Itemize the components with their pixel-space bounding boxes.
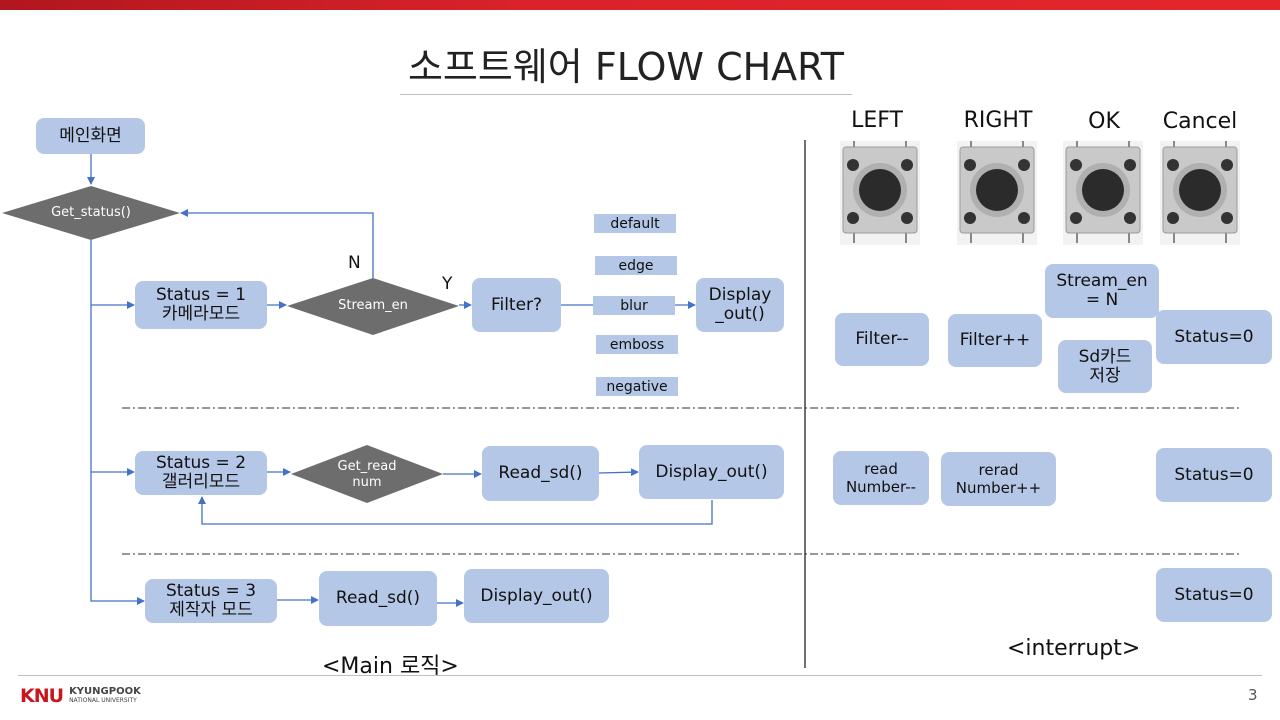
button-label-left: LEFT: [851, 108, 903, 133]
button-image-ok: [1063, 141, 1143, 245]
display-out-box-row1: Display _out(): [696, 278, 784, 332]
logo-line2: NATIONAL UNIVERSITY: [69, 697, 137, 704]
interrupt-caption: <interrupt>: [1007, 636, 1141, 661]
label-n: N: [348, 253, 361, 273]
cancel-status0-box-row1: Status=0: [1156, 310, 1272, 364]
logo-mark: KNU: [20, 685, 64, 707]
read-number-plus-box: rerad Number++: [941, 452, 1056, 506]
read-sd-box-row2: Read_sd(): [482, 446, 599, 501]
button-label-cancel: Cancel: [1162, 109, 1238, 134]
sd-card-save-box: Sd카드 저장: [1058, 340, 1152, 393]
get-status-label: Get_status(): [51, 205, 131, 220]
button-image-right: [957, 141, 1037, 245]
cancel-status0-box-row3: Status=0: [1156, 568, 1272, 622]
status1-camera-box: Status = 1 카메라모드: [135, 281, 267, 329]
display-out-box-row3: Display_out(): [464, 569, 609, 623]
top-accent-bar: [0, 0, 1280, 10]
logo-text: KYUNGPOOK NATIONAL UNIVERSITY: [69, 687, 141, 705]
filter-box: Filter?: [472, 278, 561, 332]
filter-option-negative: negative: [596, 377, 678, 396]
footer-divider: [18, 675, 1262, 676]
filter-minus-box: Filter--: [835, 313, 929, 366]
button-image-left: [840, 141, 920, 245]
stream-en-n-box: Stream_en = N: [1045, 264, 1159, 318]
label-y: Y: [442, 274, 453, 294]
display-out-box-row2: Display_out(): [639, 445, 784, 499]
title-underline: [400, 94, 852, 95]
button-image-cancel: [1160, 141, 1240, 245]
knu-logo: KNU KYUNGPOOK NATIONAL UNIVERSITY: [20, 685, 141, 707]
filter-option-default: default: [594, 214, 676, 233]
get-read-diamond: [291, 445, 443, 503]
status3-creator-box: Status = 3 제작자 모드: [145, 579, 277, 623]
status2-gallery-box: Status = 2 갤러리모드: [135, 451, 267, 495]
page-title: 소프트웨어 FLOW CHART: [407, 45, 845, 89]
get-status-diamond: [2, 186, 180, 240]
stream-en-label: Stream_en: [338, 298, 408, 313]
button-images: [840, 141, 1240, 245]
page-number: 3: [1248, 686, 1258, 704]
read-number-minus-box: read Number--: [833, 451, 929, 505]
filter-option-emboss: emboss: [596, 335, 678, 354]
main-logic-caption: <Main 로직>: [322, 654, 459, 679]
filter-option-blur: blur: [593, 296, 675, 315]
button-label-right: RIGHT: [963, 108, 1033, 133]
stream-en-diamond: [287, 278, 459, 335]
read-sd-box-row3: Read_sd(): [319, 571, 437, 626]
button-label-ok: OK: [1088, 109, 1120, 134]
filter-plus-box: Filter++: [948, 314, 1042, 367]
filter-option-edge: edge: [595, 256, 677, 275]
logo-line1: KYUNGPOOK: [69, 686, 141, 697]
cancel-status0-box-row2: Status=0: [1156, 448, 1272, 502]
main-screen-box: 메인화면: [36, 118, 145, 154]
get-read-num-label: Get_read num: [337, 459, 397, 490]
